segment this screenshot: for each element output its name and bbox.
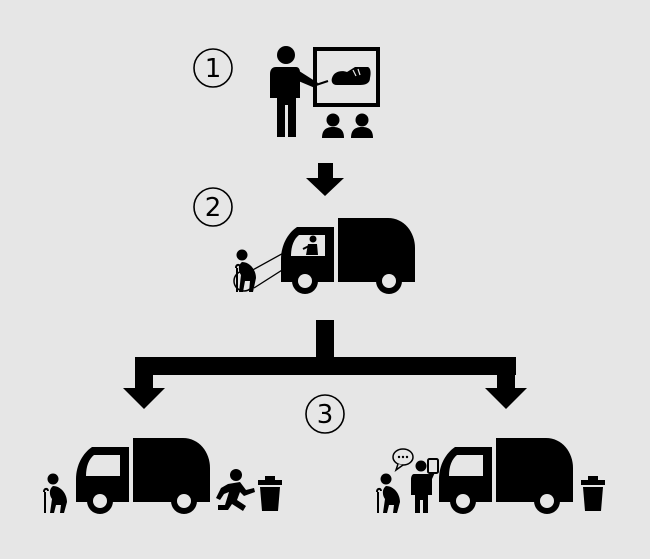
audience-icon — [322, 113, 373, 138]
step-3-number: 3 — [317, 400, 334, 430]
teacher-icon — [270, 46, 329, 137]
smartphone-icon — [427, 458, 439, 474]
step-1-marker: 1 — [193, 48, 233, 88]
trash-bin-icon — [258, 476, 282, 511]
branch-arrow-icon — [123, 320, 527, 409]
step-2-number: 2 — [205, 193, 222, 223]
garbage-truck-icon — [76, 438, 210, 514]
speech-bubble-icon — [392, 448, 414, 472]
step-1-number: 1 — [205, 54, 222, 84]
elderly-person-icon — [376, 473, 400, 513]
elderly-person-icon — [43, 473, 67, 513]
trash-bin-icon — [581, 476, 605, 511]
garbage-truck-icon — [281, 218, 415, 294]
step-2-marker: 2 — [193, 187, 233, 227]
running-person-icon — [216, 469, 255, 511]
step-2-scene — [233, 218, 415, 294]
shoe-icon — [331, 67, 371, 85]
step-3-left-scene — [43, 438, 282, 514]
driver-icon — [302, 235, 318, 255]
garbage-truck-icon — [439, 438, 573, 514]
lecture-scene — [270, 46, 380, 138]
whiteboard-icon — [313, 47, 380, 107]
down-arrow-icon — [306, 163, 344, 196]
step-3-marker: 3 — [305, 394, 345, 434]
elderly-person-icon — [235, 249, 256, 292]
step-3-right-scene — [376, 438, 605, 514]
